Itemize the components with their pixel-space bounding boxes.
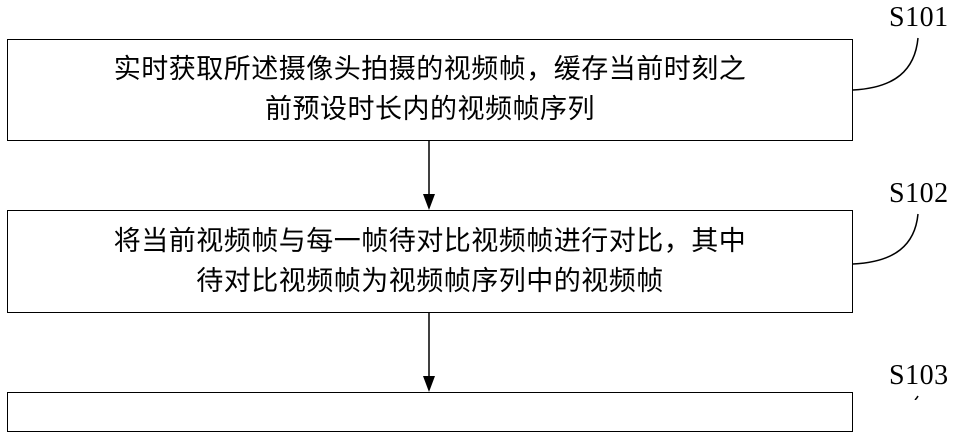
step-s101-line-2: 前预设时长内的视频帧序列 bbox=[265, 94, 595, 125]
step-s102-line-1: 将当前视频帧与每一帧待对比视频帧进行对比，其中 bbox=[113, 225, 747, 257]
step-box-s102: 将当前视频帧与每一帧待对比视频帧进行对比，其中 待对比视频帧为视频帧序列中的视频… bbox=[7, 210, 853, 313]
step-box-s103 bbox=[7, 392, 853, 432]
arrow-2-3-head bbox=[423, 376, 435, 392]
step-s101-line-1: 实时获取所述摄像头拍摄的视频帧，缓存当前时刻之 bbox=[113, 54, 747, 85]
leader-curve-2 bbox=[852, 213, 919, 265]
step-label-s101: S101 bbox=[889, 2, 949, 33]
leader-curve-3 bbox=[914, 395, 919, 400]
arrow-1-2-head bbox=[423, 194, 435, 210]
flowchart: 实时获取所述摄像头拍摄的视频帧，缓存当前时刻之 前预设时长内的视频帧序列 S10… bbox=[7, 2, 949, 432]
leader-curve-1 bbox=[852, 37, 919, 91]
step-label-s103: S103 bbox=[889, 360, 949, 391]
step-box-s101: 实时获取所述摄像头拍摄的视频帧，缓存当前时刻之 前预设时长内的视频帧序列 bbox=[7, 39, 853, 141]
step-s102-line-2: 待对比视频帧为视频帧序列中的视频帧 bbox=[196, 265, 664, 297]
step-label-s102: S102 bbox=[889, 178, 949, 209]
